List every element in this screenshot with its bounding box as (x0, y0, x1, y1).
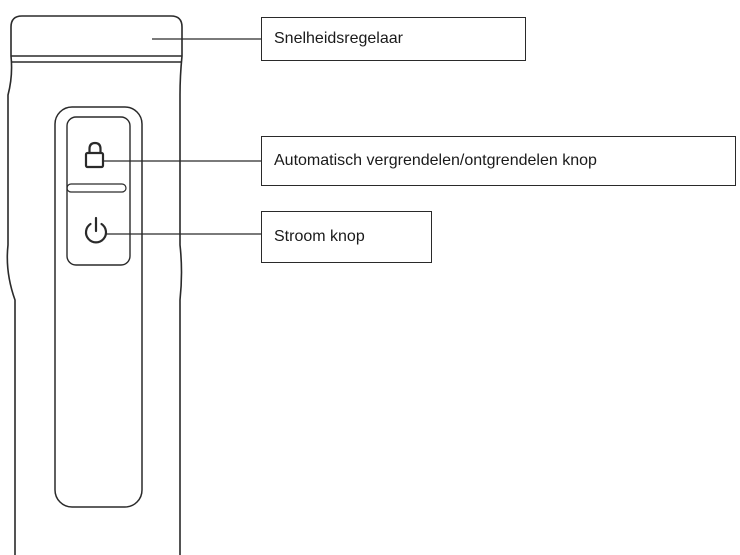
control-panel-frame (54, 106, 143, 508)
button-panel (66, 116, 131, 266)
lock-icon[interactable] (84, 141, 105, 169)
power-button-label: Stroom knop (261, 211, 432, 263)
power-icon[interactable] (84, 216, 108, 244)
auto-lock-button-label: Automatisch vergrendelen/ontgrendelen kn… (261, 136, 736, 186)
button-divider (66, 183, 127, 193)
speed-control-label: Snelheidsregelaar (261, 17, 526, 61)
device-body-outline (6, 15, 183, 555)
